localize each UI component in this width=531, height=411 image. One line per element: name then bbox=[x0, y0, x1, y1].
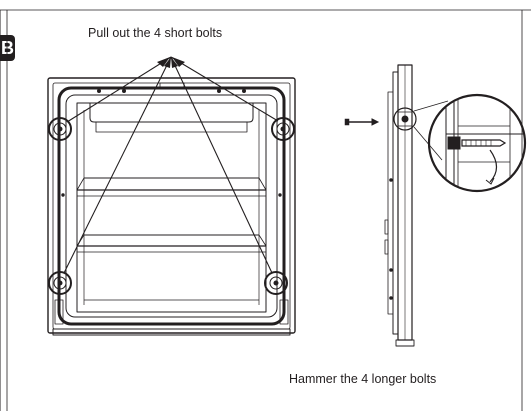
bolt-highlight-top-left bbox=[48, 117, 72, 141]
step-badge: B bbox=[0, 35, 15, 61]
panel-border bbox=[0, 9, 531, 411]
leader-lines bbox=[63, 56, 279, 274]
bolt-highlight-bottom-right bbox=[264, 271, 288, 295]
long-bolt-icon bbox=[344, 118, 380, 126]
door-front-view bbox=[47, 77, 296, 336]
bolt-detail-magnified bbox=[427, 93, 527, 193]
bolt-highlight-bottom-left bbox=[48, 271, 72, 295]
leader-arrowheads bbox=[157, 57, 185, 68]
pull-out-instruction: Pull out the 4 short bolts bbox=[88, 26, 223, 40]
hammer-instruction: Hammer the 4 longer bolts bbox=[289, 372, 437, 386]
door-side-view bbox=[384, 64, 417, 347]
bolt-highlight-top-right bbox=[271, 117, 295, 141]
